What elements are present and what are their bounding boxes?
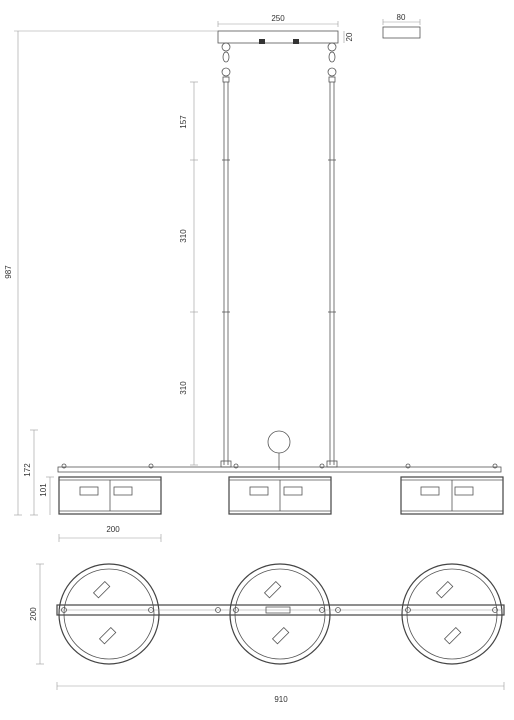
dim-canopy-height: 20 xyxy=(345,32,354,41)
dim-canopy-depth: 80 xyxy=(397,13,406,22)
shade-left xyxy=(58,476,162,515)
top-view xyxy=(56,563,505,665)
suspension-rods xyxy=(220,42,338,468)
dim-total-height: 987 xyxy=(4,265,13,279)
top-shade-left xyxy=(58,563,160,665)
dim-shade-height: 101 xyxy=(39,483,48,497)
dim-seg-mid1: 310 xyxy=(179,229,188,243)
shade-middle xyxy=(228,476,332,515)
top-shade-right xyxy=(401,563,503,665)
rod-segment-dims: 157 310 310 xyxy=(179,81,198,466)
shade-right xyxy=(400,476,504,515)
body-height-dims: 172 101 xyxy=(23,429,54,516)
total-width-dim: 910 xyxy=(56,682,505,704)
dim-shade-width: 200 xyxy=(106,525,120,534)
front-view-body xyxy=(57,430,504,515)
dim-seg-mid2: 310 xyxy=(179,381,188,395)
total-height-dim: 987 xyxy=(4,30,218,516)
top-shade-middle xyxy=(229,563,331,665)
dim-body-height: 172 xyxy=(23,463,32,477)
dim-total-width: 910 xyxy=(274,695,288,704)
dim-seg-top: 157 xyxy=(179,115,188,129)
canopy: 250 20 xyxy=(217,14,354,44)
dim-shade-diameter: 200 xyxy=(29,607,38,621)
shade-width-dim: 200 xyxy=(58,525,162,542)
shade-diameter-dim: 200 xyxy=(29,563,44,665)
canopy-depth-view: 80 xyxy=(382,13,421,39)
dim-canopy-width: 250 xyxy=(271,14,285,23)
